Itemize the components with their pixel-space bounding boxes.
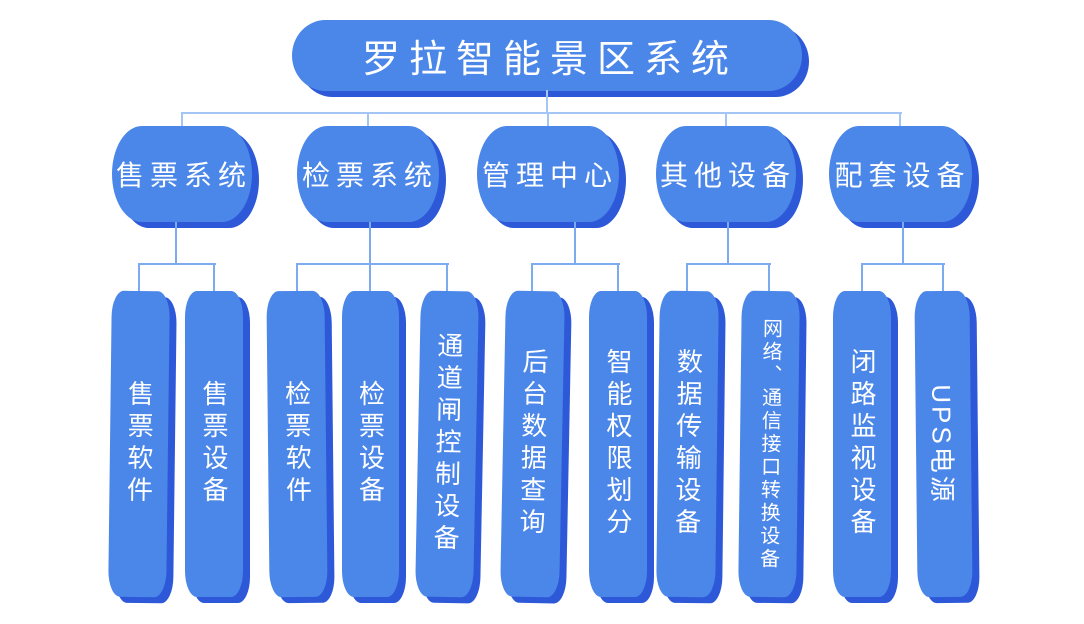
leaf-label: 检票设备 bbox=[355, 380, 386, 508]
leaf-node-channel-gate-control-equipment: 通道闸控制设备 bbox=[415, 290, 479, 598]
connector-stub-group4 bbox=[727, 222, 729, 265]
leaf-node-ticket-check-equipment: 检票设备 bbox=[342, 291, 399, 597]
connector-bus-group5 bbox=[861, 263, 945, 265]
branch-label: 售票系统 bbox=[116, 160, 253, 191]
branch-label: 配套设备 bbox=[834, 160, 971, 191]
branch-node-ticket-check-system: 检票系统 bbox=[297, 126, 439, 222]
branch-label: 管理中心 bbox=[481, 160, 618, 191]
branch-node-ticket-sales-system: 售票系统 bbox=[112, 126, 252, 222]
leaf-label: 网络、通信接口转换设备 bbox=[756, 317, 782, 571]
connector-bus-group4 bbox=[686, 263, 771, 265]
leaf-node-ups-power: UPS电源 bbox=[914, 290, 973, 598]
leaf-label: 通道闸控制设备 bbox=[429, 331, 465, 557]
connector-drop-branch4 bbox=[725, 114, 727, 126]
connector-bus-level1 bbox=[181, 112, 902, 114]
connector-drop-leaf bbox=[138, 265, 140, 291]
connector-drop-branch5 bbox=[899, 114, 901, 126]
leaf-node-ticket-sales-equipment: 售票设备 bbox=[185, 291, 243, 597]
leaf-node-ticket-sales-software: 售票软件 bbox=[108, 290, 170, 598]
connector-drop-leaf bbox=[942, 265, 944, 291]
leaf-label: 数据传输设备 bbox=[671, 347, 704, 541]
connector-bus-group3 bbox=[531, 263, 620, 265]
connector-drop-leaf bbox=[686, 265, 688, 291]
leaf-node-network-comm-interface-conversion-equipment: 网络、通信接口转换设备 bbox=[738, 290, 800, 598]
connector-drop-leaf bbox=[768, 265, 770, 291]
leaf-label: 闭路监视设备 bbox=[847, 348, 877, 540]
connector-drop-leaf bbox=[296, 265, 298, 291]
leaf-label: 售票软件 bbox=[123, 379, 155, 509]
branch-node-other-equipment: 其他设备 bbox=[656, 126, 796, 222]
connector-drop-leaf bbox=[446, 265, 448, 291]
connector-drop-leaf bbox=[213, 265, 215, 291]
leaf-label: 后台数据查询 bbox=[515, 347, 550, 541]
connector-drop-leaf bbox=[531, 265, 533, 291]
leaf-node-smart-permission-division: 智能权限划分 bbox=[589, 291, 647, 597]
connector-bus-group1 bbox=[138, 263, 216, 265]
connector-drop-leaf bbox=[617, 265, 619, 291]
branch-node-management-center: 管理中心 bbox=[477, 126, 619, 222]
root-title-label: 罗拉智能景区系统 bbox=[361, 39, 738, 81]
branch-label: 检票系统 bbox=[301, 160, 438, 191]
branch-node-supporting-equipment: 配套设备 bbox=[829, 126, 972, 222]
connector-stub-group5 bbox=[902, 222, 904, 265]
leaf-label: UPS电源 bbox=[926, 383, 958, 505]
connector-drop-leaf bbox=[861, 265, 863, 291]
connector-drop-branch3 bbox=[547, 114, 549, 126]
leaf-label: 智能权限划分 bbox=[603, 348, 633, 540]
leaf-label: 售票设备 bbox=[199, 380, 229, 508]
connector-trunk bbox=[546, 90, 548, 114]
root-node-title: 罗拉智能景区系统 bbox=[292, 20, 802, 91]
connector-drop-branch2 bbox=[367, 114, 369, 126]
connector-bus-group2 bbox=[296, 263, 449, 265]
leaf-label: 检票软件 bbox=[281, 379, 313, 509]
leaf-node-cctv-monitoring-equipment: 闭路监视设备 bbox=[833, 291, 891, 597]
connector-drop-branch1 bbox=[181, 114, 183, 126]
leaf-node-backend-data-query: 后台数据查询 bbox=[500, 290, 565, 598]
branch-label: 其他设备 bbox=[660, 160, 797, 191]
leaf-node-data-transmission-equipment: 数据传输设备 bbox=[656, 290, 719, 598]
connector-stub-group2 bbox=[369, 222, 371, 265]
connector-stub-group3 bbox=[574, 222, 576, 265]
connector-drop-leaf bbox=[369, 265, 371, 291]
leaf-node-ticket-check-software: 检票软件 bbox=[266, 290, 328, 598]
connector-stub-group1 bbox=[175, 222, 177, 265]
